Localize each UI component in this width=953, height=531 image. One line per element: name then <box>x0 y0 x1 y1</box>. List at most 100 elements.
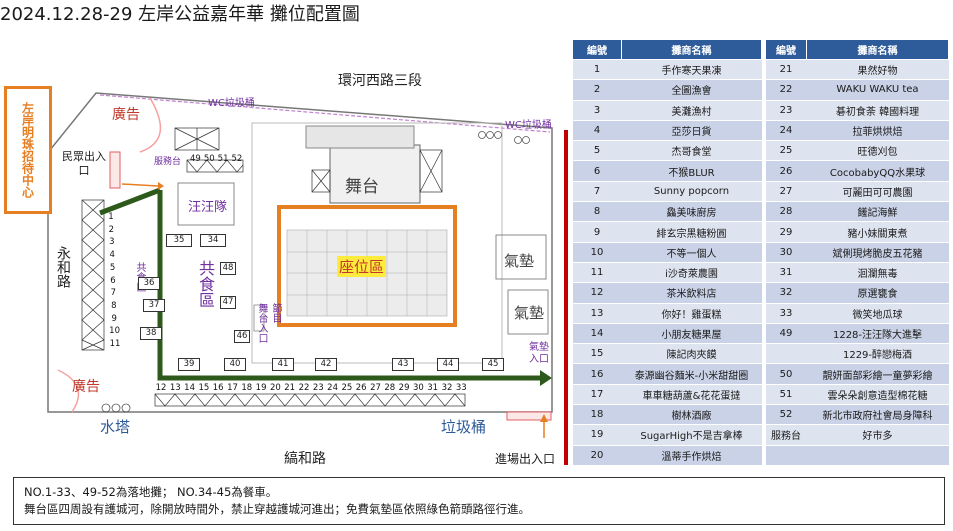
booth-2: 2 <box>108 224 115 235</box>
vehicle-arrowhead <box>540 414 548 422</box>
vendor-name: 你好！雞蛋糕 <box>621 303 762 324</box>
booth-23: 23 <box>312 383 324 393</box>
ad-top-label: 廣告 <box>112 107 140 123</box>
vendor-name: 好市多 <box>806 424 949 446</box>
wangwang-box <box>177 182 235 226</box>
vendor-name: Sunny popcorn <box>621 181 762 203</box>
booth-27: 27 <box>370 383 381 393</box>
booth-33: 33 <box>455 383 467 393</box>
vendor-name: 新北市政府社會局身障科 <box>806 404 949 426</box>
green-path-a <box>99 187 161 216</box>
food-truck-44: 44 <box>437 358 459 371</box>
vendor-name: 拉菲烘烘焙 <box>806 120 949 142</box>
reception-center: 左岸明珠招待中心 <box>4 86 52 214</box>
vendor-name: 洄瀾無毒 <box>806 262 949 284</box>
page-title: 2024.12.28-29 左岸公益嘉年華 攤位配置圖 <box>0 4 360 25</box>
vendor-no: 服務台 <box>765 424 807 446</box>
inner-area <box>251 122 503 364</box>
booth-8: 8 <box>111 300 117 311</box>
booth-15: 15 <box>198 383 210 393</box>
vendor-name: 樹林酒廠 <box>621 404 762 426</box>
vendor-no: 29 <box>765 221 807 243</box>
vendor-no: 7 <box>572 181 622 203</box>
header-no-right: 編號 <box>765 39 807 60</box>
vendor-name: 1229-醉戀梅酒 <box>806 343 949 365</box>
booth-16: 16 <box>212 383 224 393</box>
ad-curve-bottom <box>57 369 80 413</box>
vendor-no: 20 <box>572 445 622 466</box>
vendor-no: 31 <box>765 262 807 284</box>
top-route <box>99 94 551 133</box>
booth-50: 50 <box>203 154 215 164</box>
dining-label-1: 共食區 <box>196 260 215 308</box>
vendor-name: WAKU WAKU tea <box>806 79 949 101</box>
vendor-no: 10 <box>572 242 622 263</box>
booth-51: 51 <box>217 154 229 164</box>
vendor-name: 旺德刈包 <box>806 140 949 162</box>
reception-text: 左岸明珠招待中心 <box>20 102 35 198</box>
vendor-row: 1229-醉戀梅酒 <box>765 343 949 365</box>
wc-bin-top: WC垃圾桶 <box>208 98 255 109</box>
booth-52: 52 <box>231 154 243 164</box>
booth-28: 28 <box>384 383 396 393</box>
vendor-name: 碁初食荼 韓國料理 <box>806 100 949 121</box>
note-line-2: 舞台區四周設有護城河，除開放時間外，禁止穿越護城河進出；免費氣墊區依照綠色箭頭路… <box>24 502 530 516</box>
vendor-name: 微笑地瓜球 <box>806 303 949 324</box>
site-map: 左岸明珠招待中心 環河西路三段 縞和路 永和路 廣告 廣告 WC垃圾桶 WC垃圾… <box>4 73 568 467</box>
booth-30: 30 <box>412 383 424 393</box>
food-truck-46: 46 <box>234 330 250 343</box>
vendor-name: 杰哥食堂 <box>621 140 762 162</box>
booth-11: 11 <box>109 339 121 349</box>
booth-9: 9 <box>111 313 117 324</box>
vendor-no <box>765 445 807 466</box>
food-truck-40: 40 <box>224 358 246 371</box>
vendor-no: 26 <box>765 160 807 182</box>
wc-bin-shapes <box>478 131 530 144</box>
vendor-name: 果然好物 <box>806 59 949 81</box>
header-name-right: 攤商名稱 <box>806 39 949 60</box>
wangwang-label: 汪汪隊 <box>188 200 228 215</box>
vendor-name: 手作寒天果凍 <box>621 59 762 81</box>
trash-bin-label: 垃圾桶 <box>441 418 487 436</box>
food-truck-35: 35 <box>166 234 192 247</box>
notes-box: NO.1-33、49-52為落地攤； NO.34-45為餐車。 舞台區四周設有護… <box>13 477 945 525</box>
vendor-no: 3 <box>572 100 622 121</box>
vendor-no: 28 <box>765 201 807 223</box>
booth-13: 13 <box>169 383 181 393</box>
booth-17: 17 <box>227 383 238 393</box>
stage-program-label: 節目 <box>270 303 281 323</box>
ad-curve-top <box>139 97 162 153</box>
booth-19: 19 <box>255 383 267 393</box>
header-no-left: 編號 <box>572 39 622 60</box>
vendor-name: 鱻美味廚房 <box>621 201 762 223</box>
seating-label: 座位區 <box>337 256 387 277</box>
vendor-name: 全圖漁會 <box>621 79 762 101</box>
food-truck-42: 42 <box>315 358 337 371</box>
vendor-name: 泰源幽谷麵米-小米甜甜圈 <box>621 363 762 385</box>
food-truck-47: 47 <box>220 296 236 309</box>
vendor-name: i沙奇萊農園 <box>621 262 762 284</box>
vendor-no <box>765 343 807 365</box>
entrance-box <box>109 151 121 189</box>
booth-29: 29 <box>398 383 410 393</box>
